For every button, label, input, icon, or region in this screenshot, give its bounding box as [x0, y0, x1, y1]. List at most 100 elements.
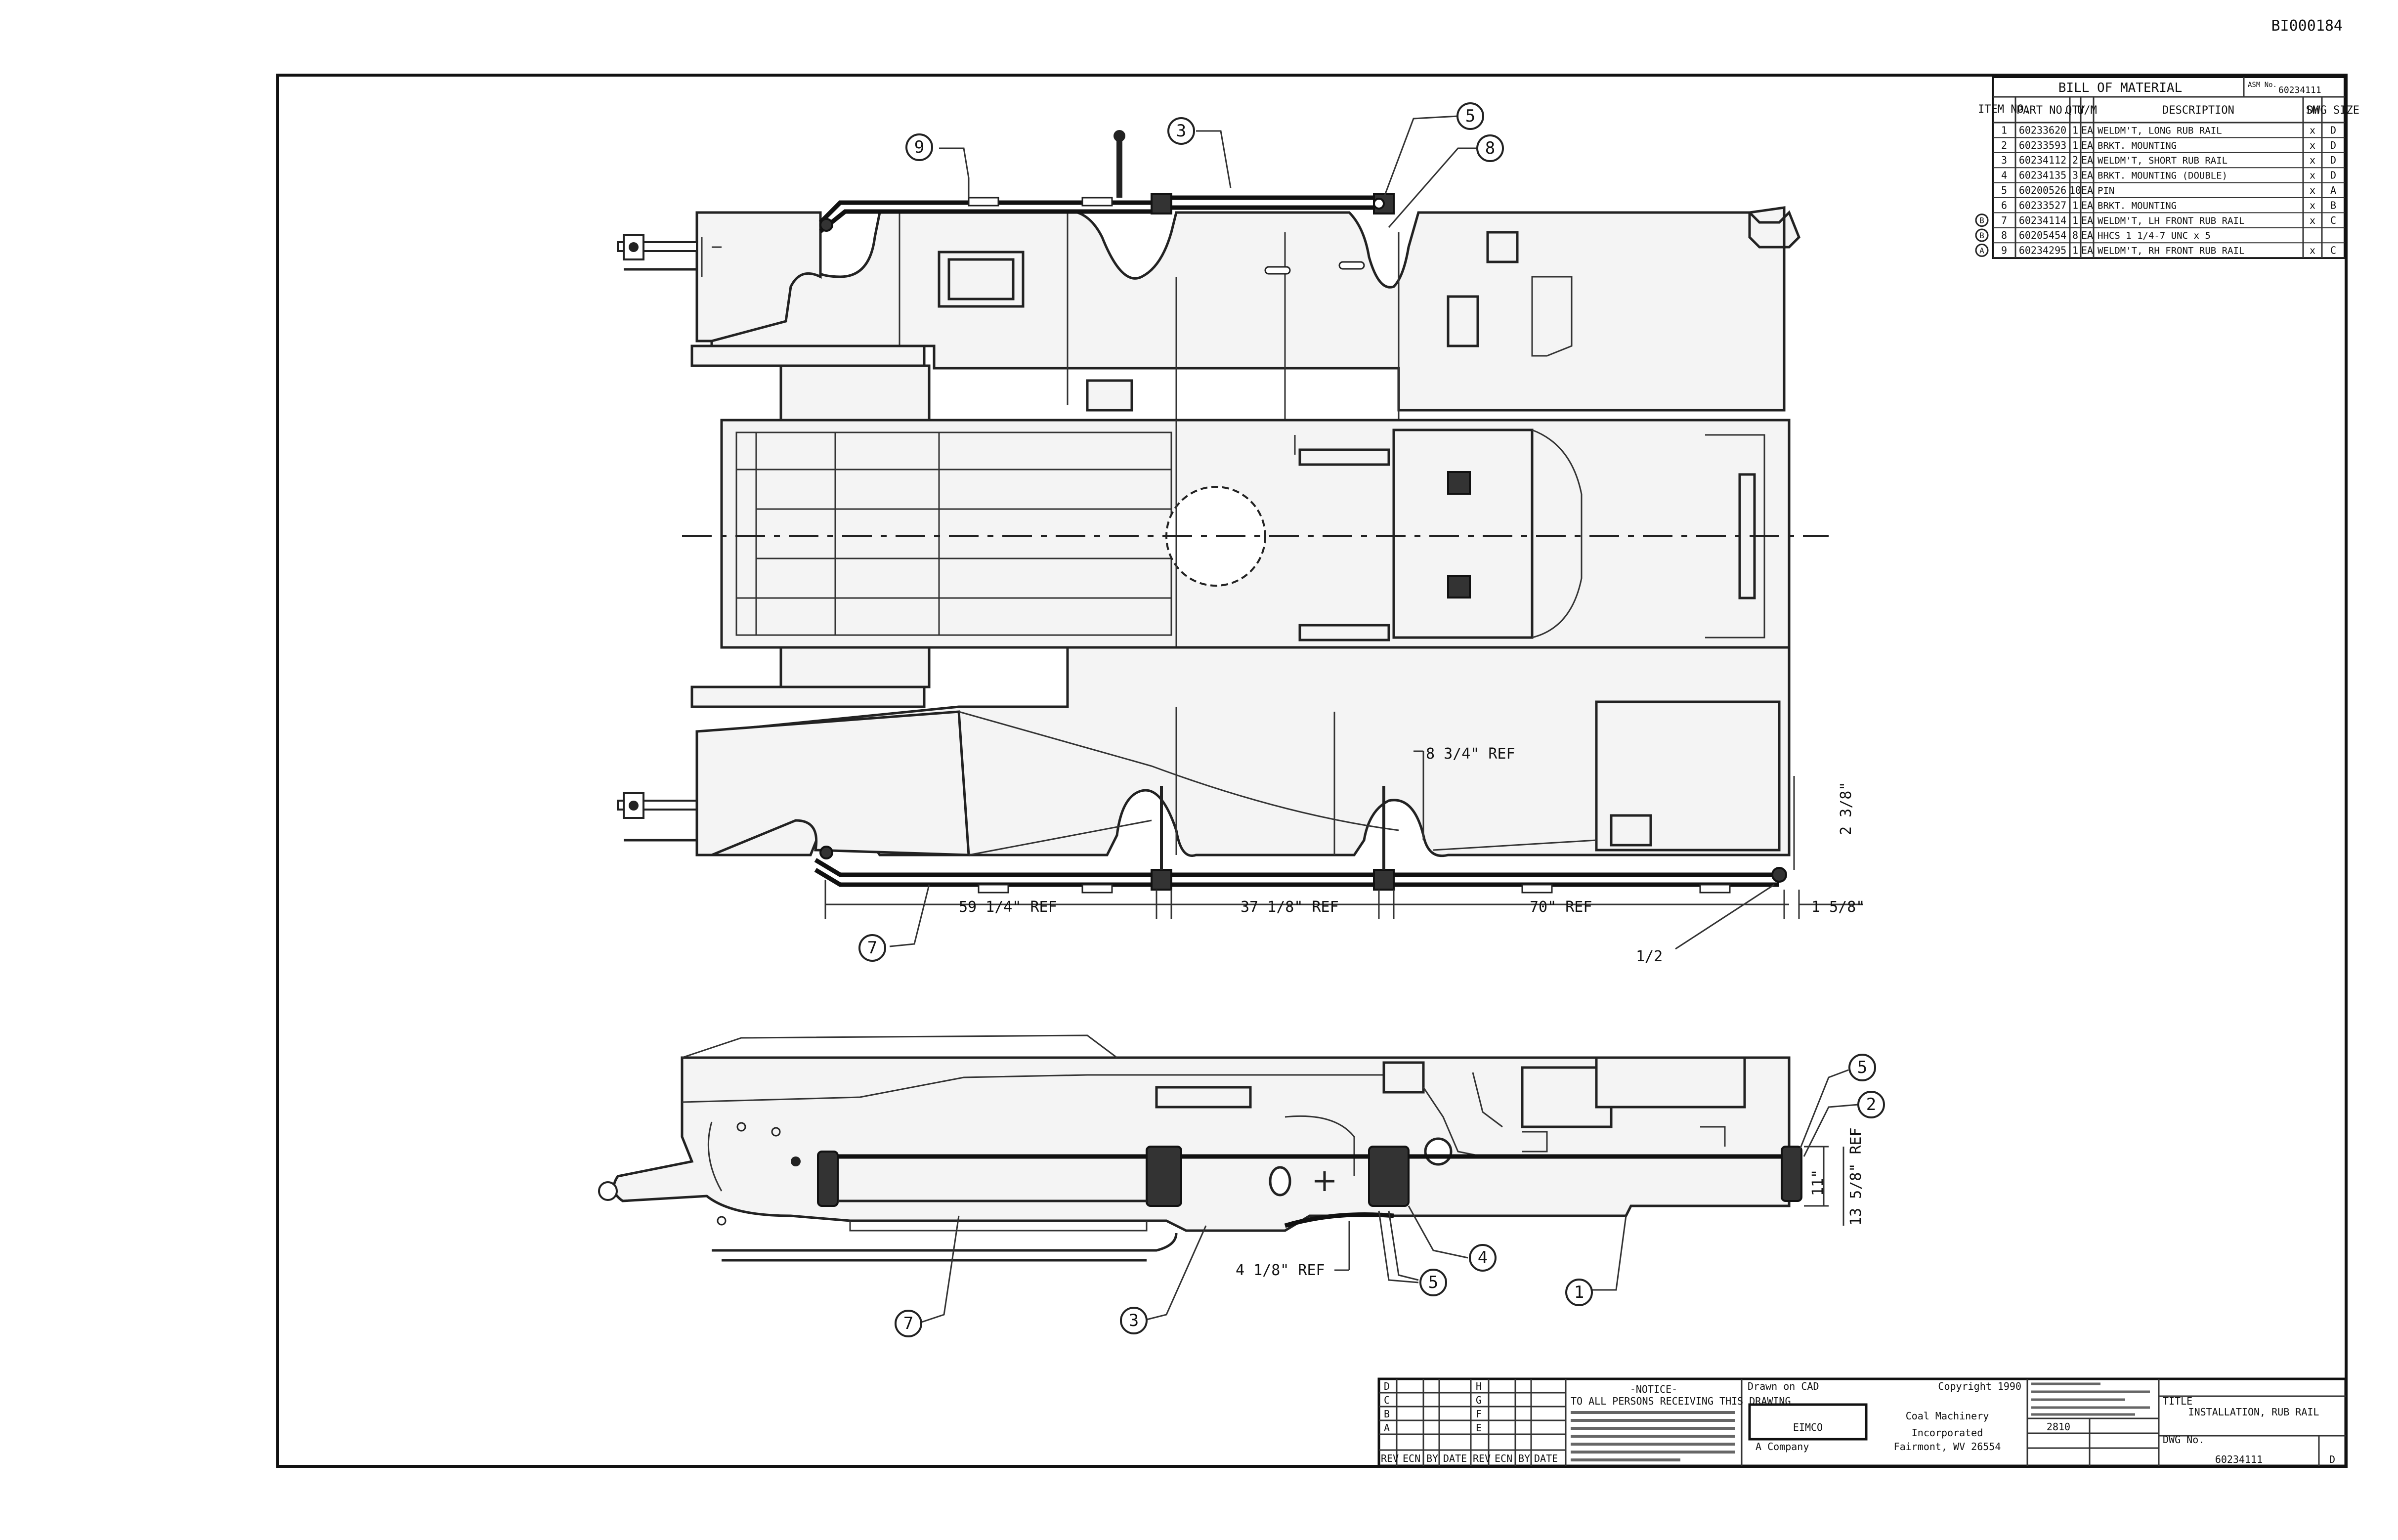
rev-header-date-2: DATE [1534, 1453, 1558, 1464]
balloon-item-2: 2 [1857, 1091, 1885, 1118]
drawing-number: 60234111 [2215, 1454, 2263, 1465]
dim-1-2: 1/2 [1636, 948, 1663, 965]
svg-text:EIMCO: EIMCO [1793, 1421, 1823, 1433]
bom-cell-item: 6 [2001, 199, 2007, 211]
balloons-side-view: 5 2 4 5 1 7 3 [895, 1054, 1885, 1337]
bom-cell-size: A [2330, 184, 2336, 196]
bom-cell-size: C [2330, 245, 2336, 257]
bom-cell-item: 5 [2001, 184, 2007, 196]
drawing-title: INSTALLATION, RUB RAIL [2188, 1406, 2319, 1418]
svg-text:9: 9 [914, 137, 924, 157]
bom-cell-item: 9 [2001, 245, 2007, 257]
bom-revision-marker-label: B [1979, 231, 1984, 240]
rub-rail-long [1394, 872, 1779, 887]
bom-cell-sm: x [2310, 124, 2315, 136]
bom-cell-size: D [2330, 124, 2336, 136]
rev-mark-g: G [1476, 1394, 1482, 1406]
bom-cell-qty: 2 [2072, 154, 2078, 166]
dim-11: 11" [1809, 1169, 1827, 1196]
bom-revision-marker-label: A [1979, 246, 1984, 255]
balloon-item-5-lower: 5 [1419, 1269, 1447, 1296]
svg-text:2: 2 [1866, 1095, 1876, 1114]
dim-4-1-8-ref: 4 1/8" REF [1236, 1262, 1325, 1279]
balloons-top-view: 9 3 5 8 7 [858, 102, 1504, 962]
balloon-item-5: 5 [1456, 102, 1484, 130]
rev-mark-a: A [1384, 1422, 1390, 1434]
balloon-item-3: 3 [1167, 117, 1195, 145]
bom-header-sm: SM [2306, 104, 2319, 117]
dim-8-3-4-ref: 8 3/4" REF [1426, 745, 1515, 763]
rub-rail-short-top [1161, 195, 1384, 210]
svg-text:1: 1 [1574, 1283, 1584, 1302]
rev-header-by-1: BY [1426, 1453, 1438, 1464]
rev-mark-f: F [1476, 1408, 1482, 1420]
bom-cell-item: 1 [2001, 124, 2007, 136]
rev-mark-e: E [1476, 1422, 1482, 1434]
bom-cell-desc: WELDM'T, RH FRONT RUB RAIL [2098, 246, 2244, 257]
top-view-dimensions: 59 1/4" REF 37 1/8" REF 70" REF 1 5/8" 8… [824, 745, 1865, 965]
bom-cell-um: EA [2081, 184, 2093, 196]
bom-revision-marker [1975, 228, 1989, 242]
bom-title: BILL OF MATERIAL [2058, 81, 2182, 95]
balloon-item-8: 8 [1476, 134, 1504, 162]
title-block: D C B A H G F E REV ECN BY DATE REV ECN … [1377, 1377, 2347, 1467]
bom-cell-qty: 1 [2072, 124, 2078, 136]
bom-cell-um: EA [2081, 154, 2093, 166]
rub-rail-short-bottom [1161, 872, 1384, 887]
dwg-no-label: DWG No. [2163, 1434, 2204, 1446]
bom-cell-size: D [2330, 139, 2336, 151]
svg-text:3: 3 [1176, 121, 1186, 141]
bom-cell-part: 60234112 [2019, 154, 2066, 166]
company-line-1: Coal Machinery [1906, 1410, 1989, 1422]
bom-revision-marker-label: B [1979, 216, 1984, 225]
bom-cell-um: EA [2081, 245, 2093, 257]
tow-hook-upper [617, 234, 698, 271]
bom-cell-sm: x [2310, 154, 2315, 166]
balloon-item-7-side: 7 [895, 1310, 922, 1337]
bom-cell-part: 60234295 [2019, 245, 2066, 257]
bom-cell-sm: x [2310, 170, 2315, 181]
company-line-2: Incorporated [1912, 1427, 1983, 1439]
rev-header-rev-2: REV [1473, 1453, 1491, 1464]
bom-cell-size: C [2330, 214, 2336, 226]
bom-cell-desc: WELDM'T, SHORT RUB RAIL [2098, 155, 2227, 166]
svg-text:5: 5 [1857, 1058, 1867, 1077]
svg-text:5: 5 [1428, 1273, 1438, 1292]
balloon-item-4: 4 [1469, 1244, 1497, 1272]
bom-cell-qty: 3 [2072, 170, 2078, 181]
balloon-item-9: 9 [905, 133, 933, 161]
svg-text:7: 7 [867, 938, 877, 958]
rub-rail-lh-front [814, 858, 1156, 877]
dim-70-ref: 70" REF [1530, 898, 1592, 916]
balloon-item-5-side: 5 [1848, 1054, 1876, 1081]
bom-cell-part: 60205454 [2019, 229, 2066, 241]
bom-header-size: DWG SIZE [2307, 104, 2359, 117]
svg-text:3: 3 [1129, 1311, 1139, 1330]
svg-text:4: 4 [1478, 1248, 1488, 1268]
drawn-on-cad: Drawn on CAD [1748, 1380, 1819, 1392]
tow-hook-lower [617, 792, 698, 842]
dim-1-5-8: 1 5/8" [1811, 898, 1865, 916]
revision-table: D C B A H G F E REV ECN BY DATE REV ECN … [1379, 1379, 1567, 1466]
bom-cell-item: 4 [2001, 170, 2007, 181]
bom-cell-um: EA [2081, 170, 2093, 181]
company-location: Fairmont, WV 26554 [1894, 1441, 2001, 1453]
bom-header-desc: DESCRIPTION [2162, 104, 2234, 117]
bom-cell-qty: 1 [2072, 245, 2078, 257]
dim-13-5-8-ref: 13 5/8" REF [1847, 1127, 1865, 1226]
bom-cell-sm: x [2310, 199, 2315, 211]
rev-mark-b: B [1384, 1408, 1390, 1420]
bom-cell-desc: WELDM'T, LH FRONT RUB RAIL [2098, 215, 2244, 226]
bom-header-item: ITEM NO. [1978, 103, 2030, 116]
rev-mark-h: H [1476, 1380, 1482, 1392]
bom-header-part: PART NO. [2016, 104, 2069, 117]
bom-ref-value: 60234111 [2278, 85, 2321, 95]
bom-cell-qty: 8 [2072, 229, 2078, 241]
approval-text-lines [2031, 1382, 2150, 1416]
side-view: 11" 13 5/8" REF 4 1/8" REF 5 2 4 5 1 7 3 [598, 1034, 1885, 1337]
rev-header-ecn-1: ECN [1403, 1453, 1420, 1464]
rev-header-ecn-2: ECN [1495, 1453, 1512, 1464]
bom-cell-qty: 1 [2072, 199, 2078, 211]
side-brackets [817, 1146, 1802, 1207]
